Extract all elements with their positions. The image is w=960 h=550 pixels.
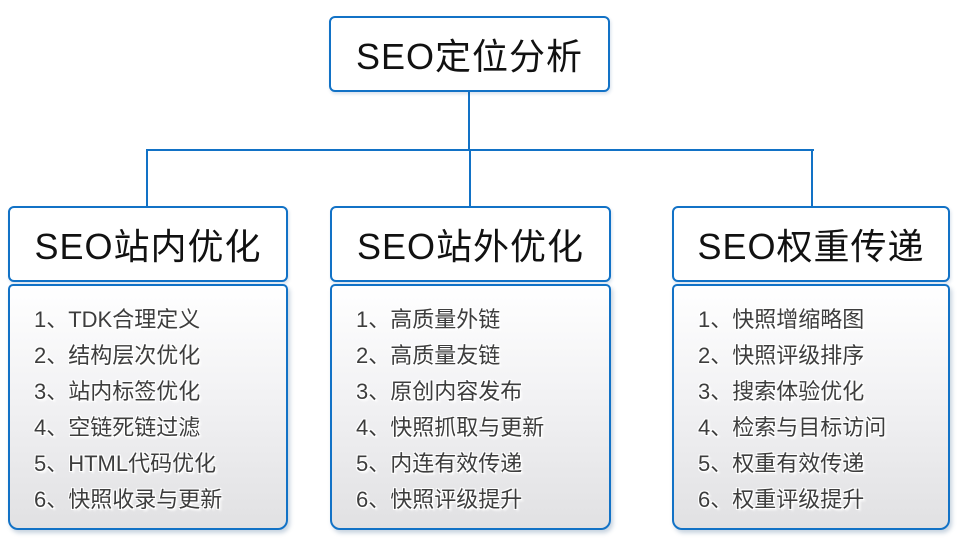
list-item: 3、站内标签优化 [34,379,201,404]
column-weight-transfer: SEO权重传递 1、快照增缩略图 2、快照评级排序 3、搜索体验优化 4、检索与… [672,206,950,530]
root-node-label: SEO定位分析 [355,36,584,77]
list-item: 4、检索与目标访问 [698,415,887,440]
column-list-panel: 1、快照增缩略图 2、快照评级排序 3、搜索体验优化 4、检索与目标访问 5、权… [672,284,950,530]
connector-drop-right [811,150,813,206]
column-onsite-optimization: SEO站内优化 1、TDK合理定义 2、结构层次优化 3、站内标签优化 4、空链… [8,206,288,530]
column-item-list: 1、高质量外链 2、高质量友链 3、原创内容发布 4、快照抓取与更新 5、内连有… [356,302,599,518]
list-item: 3、原创内容发布 [356,379,523,404]
connector-horizontal-bus [146,149,814,151]
connector-root-stub [468,92,470,150]
column-header: SEO权重传递 [672,206,950,282]
list-item: 1、快照增缩略图 [698,307,865,332]
list-item: 1、高质量外链 [356,307,501,332]
column-item-list: 1、TDK合理定义 2、结构层次优化 3、站内标签优化 4、空链死链过滤 5、H… [34,302,276,518]
column-title: SEO权重传递 [697,226,925,267]
column-title: SEO站内优化 [34,226,262,267]
list-item: 4、空链死链过滤 [34,415,201,440]
list-item: 6、快照收录与更新 [34,487,223,512]
list-item: 5、内连有效传递 [356,451,523,476]
connector-drop-center [469,150,471,206]
column-header: SEO站内优化 [8,206,288,282]
list-item: 2、高质量友链 [356,343,501,368]
list-item: 6、权重评级提升 [698,487,865,512]
list-item: 4、快照抓取与更新 [356,415,545,440]
column-offsite-optimization: SEO站外优化 1、高质量外链 2、高质量友链 3、原创内容发布 4、快照抓取与… [330,206,611,530]
list-item: 2、快照评级排序 [698,343,865,368]
list-item: 5、HTML代码优化 [34,451,217,476]
column-list-panel: 1、TDK合理定义 2、结构层次优化 3、站内标签优化 4、空链死链过滤 5、H… [8,284,288,530]
list-item: 3、搜索体验优化 [698,379,865,404]
column-item-list: 1、快照增缩略图 2、快照评级排序 3、搜索体验优化 4、检索与目标访问 5、权… [698,302,938,518]
column-list-panel: 1、高质量外链 2、高质量友链 3、原创内容发布 4、快照抓取与更新 5、内连有… [330,284,611,530]
list-item: 2、结构层次优化 [34,343,201,368]
connector-drop-left [146,150,148,206]
column-title: SEO站外优化 [356,226,585,267]
list-item: 1、TDK合理定义 [34,307,201,332]
column-header: SEO站外优化 [330,206,611,282]
list-item: 5、权重有效传递 [698,451,865,476]
list-item: 6、快照评级提升 [356,487,523,512]
root-node: SEO定位分析 [329,16,610,92]
